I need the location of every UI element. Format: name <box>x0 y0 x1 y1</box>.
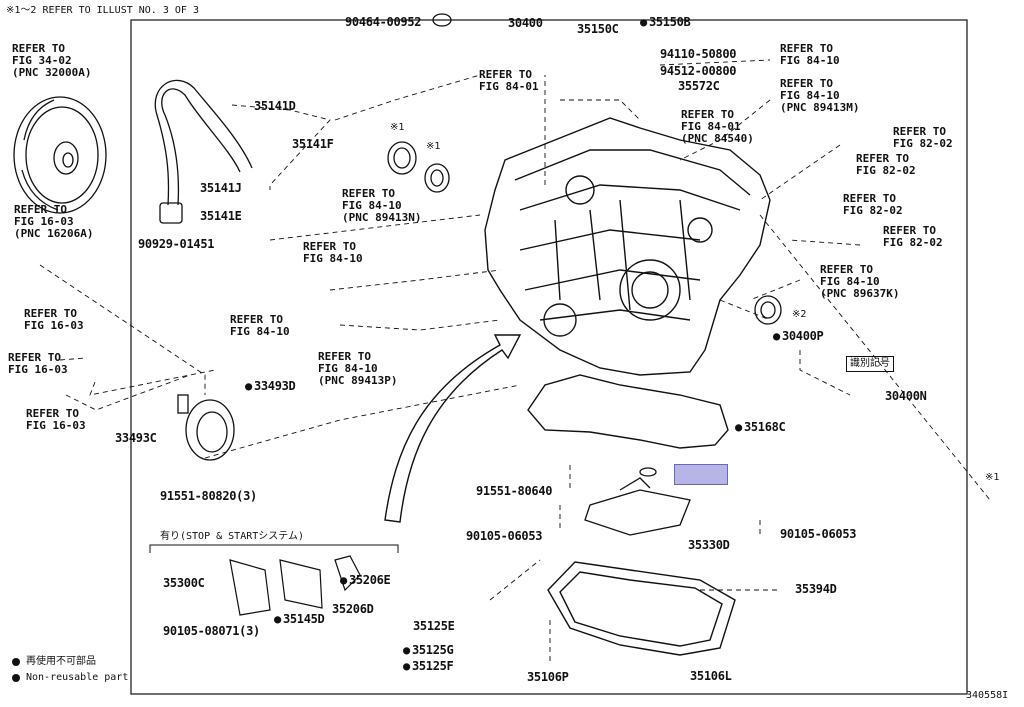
legend-dot-2 <box>12 674 20 682</box>
ref-fig-82-02-a[interactable]: REFER TO FIG 82-02 <box>893 125 953 150</box>
part-91551-80820[interactable]: 91551-80820(3) <box>160 489 257 503</box>
part-90105-06053-a[interactable]: 90105-06053 <box>466 529 543 543</box>
leader-lines <box>39 59 991 665</box>
highlight-box <box>674 464 728 485</box>
ref-fig-16-03-d[interactable]: REFER TO FIG 16-03 <box>26 407 86 432</box>
subgroup-bracket <box>149 544 399 553</box>
ref-fig-16-03-b[interactable]: REFER TO FIG 16-03 <box>24 307 84 332</box>
ref-fig-16-03-c[interactable]: REFER TO FIG 16-03 <box>8 351 68 376</box>
part-90105-08071[interactable]: 90105-08071(3) <box>163 624 260 638</box>
torque-converter-drawing <box>13 96 107 214</box>
part-30400N[interactable]: 30400N <box>885 389 927 403</box>
part-33493D[interactable]: 33493D <box>245 380 296 392</box>
ref-fig-84-01-a[interactable]: REFER TO FIG 84-01 <box>479 68 539 93</box>
header-note: ※1～2 REFER TO ILLUST NO. 3 OF 3 <box>6 5 199 16</box>
part-35330D[interactable]: 35330D <box>688 538 730 552</box>
part-35206E[interactable]: 35206E <box>340 574 391 586</box>
ref-fig-84-01-pnc84540[interactable]: REFER TO FIG 84-01 (PNC 84540) <box>681 108 754 145</box>
id-mark-label: 識別記号 <box>846 356 894 372</box>
ref-fig-84-10-c[interactable]: REFER TO FIG 84-10 <box>230 313 290 338</box>
part-35150C[interactable]: 35150C <box>577 22 619 36</box>
gasket-drawing <box>527 374 729 449</box>
part-90929-01451[interactable]: 90929-01451 <box>138 237 215 251</box>
part-35150B[interactable]: 35150B <box>640 16 691 28</box>
part-35168C[interactable]: 35168C <box>735 421 786 433</box>
part-90105-06053-b[interactable]: 90105-06053 <box>780 527 857 541</box>
illustration-id: 340558I <box>966 690 1009 701</box>
mark-1-b: ※1 <box>426 141 441 152</box>
seal-drawings <box>387 13 782 325</box>
oil-cooler-drawing <box>177 394 235 461</box>
ref-fig-82-02-d[interactable]: REFER TO FIG 82-02 <box>883 224 943 249</box>
part-35141J[interactable]: 35141J <box>200 181 242 195</box>
legend-jp: 再使用不可部品 <box>26 656 96 667</box>
ref-fig-34-02[interactable]: REFER TO FIG 34-02 (PNC 32000A) <box>12 42 92 79</box>
strainer-drawing <box>584 467 691 536</box>
part-94110-50800[interactable]: 94110-50800 <box>660 47 737 61</box>
part-35394D[interactable]: 35394D <box>795 582 837 596</box>
assembly-arrow <box>384 334 522 523</box>
ref-fig-16-03-pnc[interactable]: REFER TO FIG 16-03 (PNC 16206A) <box>14 203 94 240</box>
part-35572C[interactable]: 35572C <box>678 79 720 93</box>
part-35141E[interactable]: 35141E <box>200 209 242 223</box>
legend-en: Non-reusable part <box>26 672 129 683</box>
part-35141D[interactable]: 35141D <box>254 99 296 113</box>
ref-fig-84-10-pnc89413n[interactable]: REFER TO FIG 84-10 (PNC 89413N) <box>342 187 422 224</box>
part-35141F[interactable]: 35141F <box>292 137 334 151</box>
ref-fig-84-10-pnc89637k[interactable]: REFER TO FIG 84-10 (PNC 89637K) <box>820 263 900 300</box>
mark-2: ※2 <box>792 309 807 320</box>
subgroup-title: 有り(STOP & STARTシステム) <box>160 531 304 542</box>
transaxle-drawing <box>484 117 771 376</box>
mark-1-a: ※1 <box>390 122 405 133</box>
legend-dot-1 <box>12 658 20 666</box>
oil-pan-drawing <box>547 561 736 656</box>
part-30400P[interactable]: 30400P <box>773 330 824 342</box>
part-35206D[interactable]: 35206D <box>332 602 374 616</box>
ref-fig-84-10-b[interactable]: REFER TO FIG 84-10 <box>303 240 363 265</box>
ref-fig-84-10-a[interactable]: REFER TO FIG 84-10 <box>780 42 840 67</box>
part-35106L[interactable]: 35106L <box>690 669 732 683</box>
part-35125G[interactable]: 35125G <box>403 644 454 656</box>
ref-fig-84-10-pnc89413m[interactable]: REFER TO FIG 84-10 (PNC 89413M) <box>780 77 860 114</box>
ref-fig-82-02-b[interactable]: REFER TO FIG 82-02 <box>856 152 916 177</box>
part-35300C[interactable]: 35300C <box>163 576 205 590</box>
ref-fig-82-02-c[interactable]: REFER TO FIG 82-02 <box>843 192 903 217</box>
diagram-frame <box>130 19 968 695</box>
part-30400[interactable]: 30400 <box>508 16 543 30</box>
part-35145D[interactable]: 35145D <box>274 613 325 625</box>
hose-drawing <box>154 79 253 224</box>
part-35125E[interactable]: 35125E <box>413 619 455 633</box>
part-94512-00800[interactable]: 94512-00800 <box>660 64 737 78</box>
part-35106P[interactable]: 35106P <box>527 670 569 684</box>
ref-fig-84-10-pnc89413p[interactable]: REFER TO FIG 84-10 (PNC 89413P) <box>318 350 398 387</box>
part-90464-00952[interactable]: 90464-00952 <box>345 15 422 29</box>
part-35125F[interactable]: 35125F <box>403 660 454 672</box>
part-91551-80640[interactable]: 91551-80640 <box>476 484 553 498</box>
mark-1-c: ※1 <box>985 472 1000 483</box>
part-33493C[interactable]: 33493C <box>115 431 157 445</box>
